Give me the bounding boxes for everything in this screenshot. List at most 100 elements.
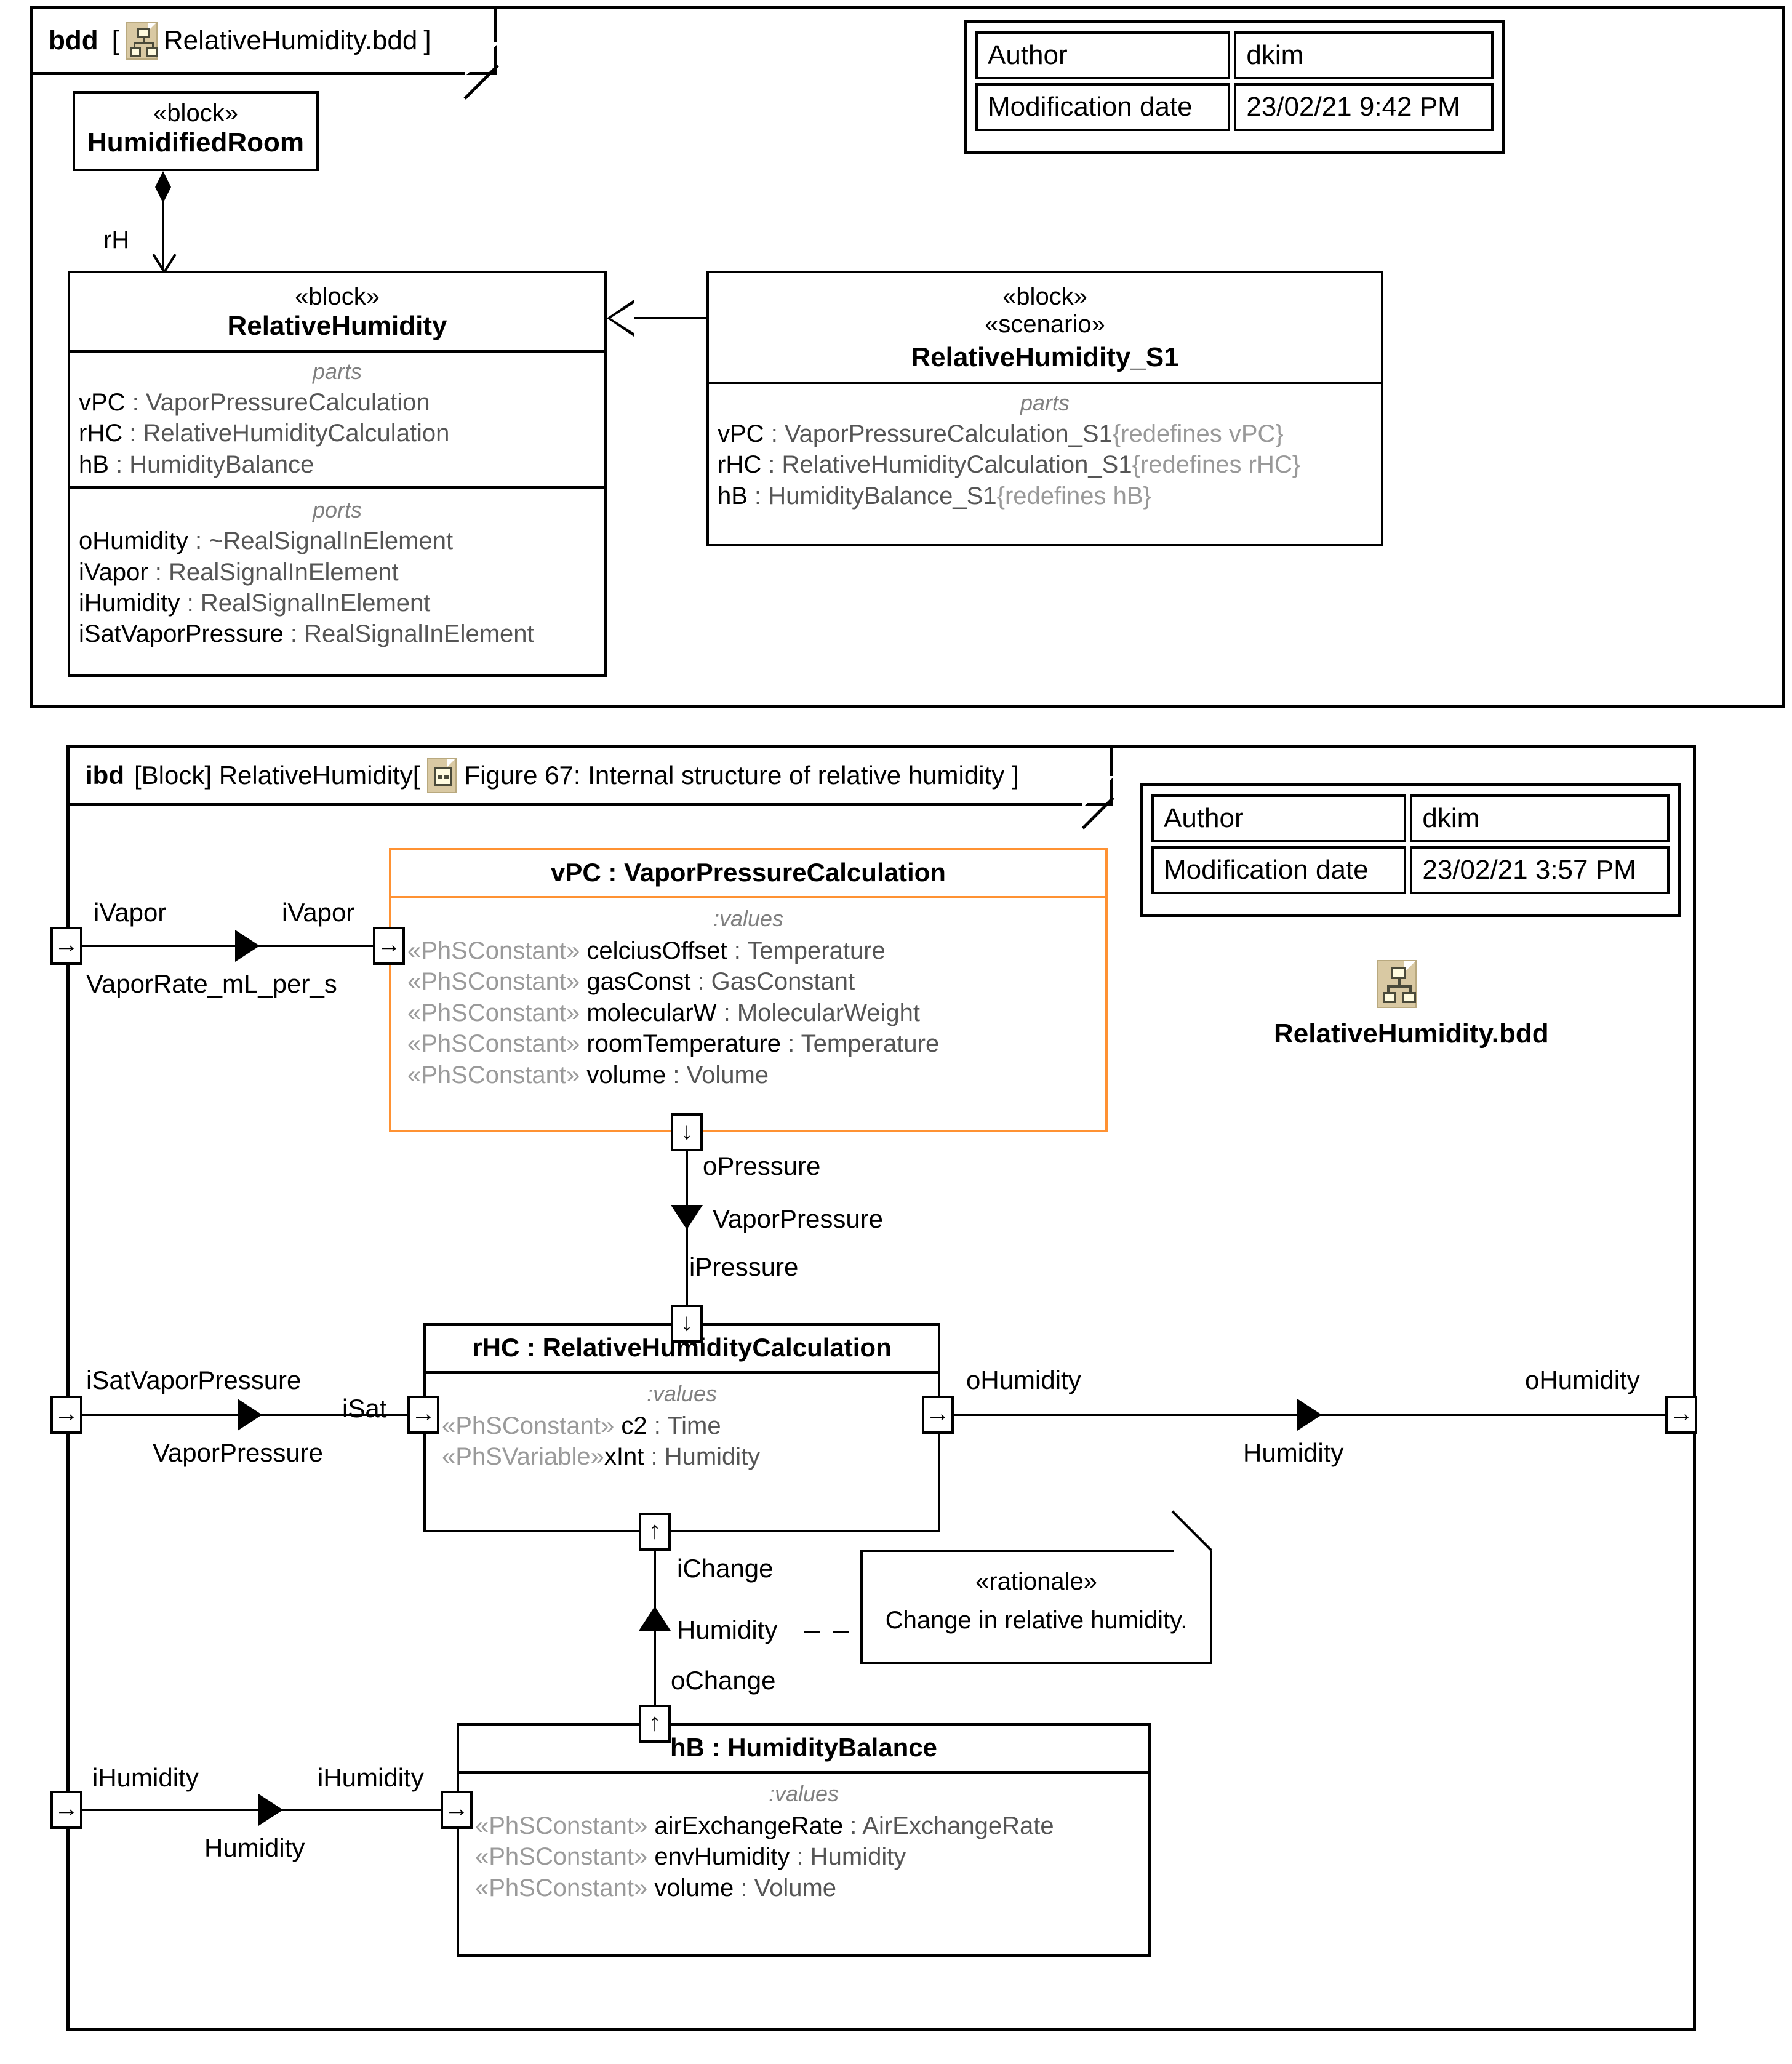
- bdd-frame-title: RelativeHumidity.bdd: [163, 25, 418, 55]
- port-ihumidity-inner[interactable]: →: [441, 1791, 473, 1829]
- humidified-room-name: HumidifiedRoom: [87, 127, 304, 158]
- port-opressure[interactable]: ↓: [671, 1113, 703, 1151]
- port-type: RealSignalInElement: [169, 558, 399, 586]
- bdd-bracket-close: ]: [423, 25, 431, 55]
- list-item: hB : HumidityBalance: [79, 449, 596, 480]
- port-type: RealSignalInElement: [200, 589, 431, 617]
- value-sep: :: [790, 1843, 810, 1871]
- value-name: envHumidity: [654, 1843, 790, 1871]
- port-arrow-down-icon: ↓: [681, 1118, 693, 1145]
- port-ochange[interactable]: ↑: [639, 1705, 671, 1743]
- port-ohumidity-outer[interactable]: →: [1665, 1396, 1697, 1434]
- value-sep: :: [644, 1443, 665, 1471]
- table-row: Author dkim: [1151, 794, 1670, 842]
- block-relative-humidity-s1[interactable]: «block» «scenario» RelativeHumidity_S1 p…: [706, 271, 1383, 546]
- flow-arrowhead: [671, 1205, 703, 1230]
- label-ihumidity-outer: iHumidity: [92, 1763, 199, 1792]
- part-hb-values: :values «PhSConstant» airExchangeRate : …: [459, 1771, 1148, 1910]
- port-isat-outer[interactable]: →: [50, 1396, 82, 1434]
- rationale-note[interactable]: «rationale» Change in relative humidity.: [860, 1510, 1213, 1664]
- value-sep: :: [781, 1030, 801, 1058]
- composition-role-label: rH: [103, 226, 130, 254]
- part-sep: :: [125, 389, 146, 416]
- port-ichange[interactable]: ↑: [639, 1513, 671, 1551]
- block-relative-humidity[interactable]: «block» RelativeHumidity parts vPC : Vap…: [68, 271, 607, 677]
- part-role: hB: [79, 450, 109, 478]
- value-type: Humidity: [664, 1443, 761, 1471]
- value-stereotype: «PhSConstant»: [475, 1812, 648, 1839]
- values-label: :values: [713, 906, 784, 931]
- flow-arrowhead: [238, 1399, 262, 1431]
- label-isat: iSat: [342, 1394, 387, 1423]
- value-stereotype: «PhSConstant»: [407, 968, 580, 996]
- rh-s1-stereotype-block: «block»: [1002, 283, 1087, 310]
- ibd-moddate-value: 23/02/21 3:57 PM: [1410, 846, 1670, 894]
- list-item: «PhSConstant» celciusOffset : Temperatur…: [391, 935, 1105, 966]
- rationale-text: Change in relative humidity.: [885, 1607, 1188, 1634]
- part-vpc-header: vPC : VaporPressureCalculation: [551, 858, 946, 887]
- part-type: VaporPressureCalculation_S1: [784, 420, 1113, 447]
- part-type: HumidityBalance_S1: [768, 482, 997, 510]
- part-type: HumidityBalance: [129, 450, 314, 478]
- label-ohumidity-outer: oHumidity: [1525, 1366, 1640, 1394]
- part-type: RelativeHumidityCalculation_S1: [782, 451, 1132, 479]
- bdd-reference[interactable]: RelativeHumidity.bdd: [1274, 960, 1549, 1049]
- ibd-bracket-close: ]: [1012, 761, 1019, 790]
- rh-s1-name: RelativeHumidity_S1: [911, 342, 1179, 372]
- port-sep: :: [148, 558, 169, 586]
- port-ohumidity-inner[interactable]: →: [922, 1396, 954, 1434]
- port-ihumidity-outer[interactable]: →: [50, 1791, 82, 1829]
- part-vpc[interactable]: vPC : VaporPressureCalculation :values «…: [389, 848, 1108, 1132]
- list-item: vPC : VaporPressureCalculation: [79, 387, 596, 418]
- port-arrow-right-icon: →: [54, 931, 79, 958]
- value-name: celciusOffset: [586, 937, 727, 964]
- list-item: rHC : RelativeHumidityCalculation: [79, 418, 596, 449]
- bdd-author-value: dkim: [1234, 31, 1494, 79]
- value-type: Temperature: [801, 1030, 940, 1058]
- part-sep: :: [108, 450, 130, 478]
- flow-arrowhead: [639, 1606, 671, 1631]
- part-redefines: {redefines hB}: [996, 482, 1151, 510]
- port-ipressure[interactable]: ↓: [671, 1305, 703, 1343]
- bdd-diagram-icon: [125, 22, 158, 60]
- port-arrow-down-icon: ↓: [681, 1309, 693, 1336]
- port-isat-inner[interactable]: →: [407, 1396, 439, 1434]
- bdd-frame-kind: bdd: [49, 25, 98, 55]
- part-rhc-values: :values «PhSConstant» c2 : Time «PhSVari…: [426, 1371, 938, 1479]
- list-item: «PhSVariable»xInt : Humidity: [426, 1441, 938, 1472]
- flow-arrowhead: [235, 930, 260, 962]
- part-role: vPC: [79, 389, 126, 416]
- value-type: GasConstant: [711, 968, 855, 996]
- connector-change: [654, 1551, 656, 1729]
- port-arrow-right-icon: →: [926, 1400, 950, 1427]
- relative-humidity-parts-section: parts vPC : VaporPressureCalculation rHC…: [70, 350, 604, 486]
- value-name: roomTemperature: [586, 1030, 782, 1058]
- value-stereotype: «PhSVariable»: [442, 1443, 604, 1471]
- label-ohumidity-inner: oHumidity: [966, 1366, 1081, 1394]
- port-ivapor-outer[interactable]: →: [50, 927, 82, 965]
- rationale-leader: [804, 1631, 863, 1633]
- part-sep: :: [764, 420, 785, 447]
- value-name: gasConst: [586, 968, 691, 996]
- list-item: «PhSConstant» volume : Volume: [391, 1060, 1105, 1090]
- ibd-author-value: dkim: [1410, 794, 1670, 842]
- label-opressure: oPressure: [703, 1151, 821, 1180]
- part-hb-header: hB : HumidityBalance: [670, 1733, 938, 1762]
- bdd-metadata-table: Author dkim Modification date 23/02/21 9…: [964, 20, 1505, 154]
- part-hb[interactable]: hB : HumidityBalance :values «PhSConstan…: [457, 1723, 1151, 1957]
- value-name: volume: [654, 1874, 734, 1902]
- value-stereotype: «PhSConstant»: [475, 1843, 648, 1871]
- port-arrow-up-icon: ↑: [649, 1517, 661, 1544]
- value-sep: :: [716, 999, 737, 1026]
- list-item: vPC : VaporPressureCalculation_S1{redefi…: [718, 418, 1372, 449]
- value-sep: :: [690, 968, 711, 996]
- connector-ivapor: [82, 945, 386, 947]
- value-sep: :: [647, 1412, 668, 1439]
- part-rhc[interactable]: rHC : RelativeHumidityCalculation :value…: [423, 1323, 940, 1532]
- block-humidified-room[interactable]: «block» HumidifiedRoom: [73, 91, 319, 171]
- port-arrow-right-icon: →: [444, 1795, 469, 1822]
- port-arrow-right-icon: →: [411, 1400, 436, 1427]
- port-type: RealSignalInElement: [304, 620, 534, 648]
- port-ivapor-inner[interactable]: →: [373, 927, 405, 965]
- ibd-diagram-icon: [427, 758, 457, 793]
